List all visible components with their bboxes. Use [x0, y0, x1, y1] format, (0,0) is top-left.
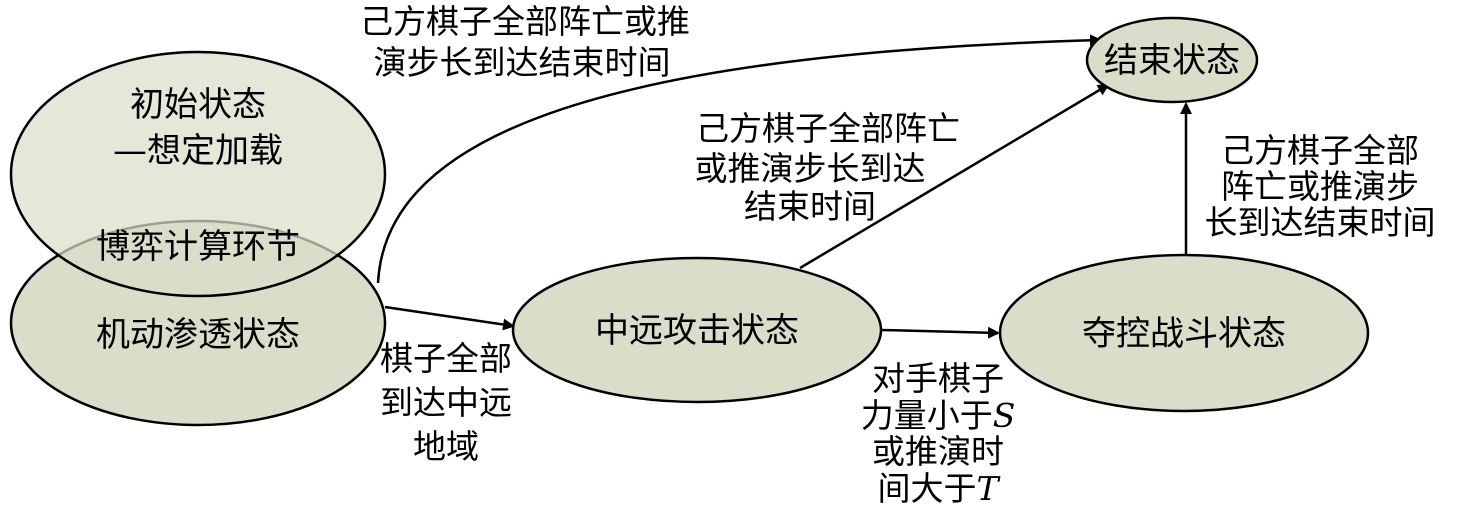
- node-initial-label-1: 初始状态: [130, 85, 266, 125]
- node-end-ellipse: [1085, 16, 1259, 104]
- node-game-calc-label: 博弈计算环节: [96, 227, 300, 267]
- edge-label-maneuver-midfar-1: 棋子全部: [380, 339, 512, 378]
- edge-label-midfar-capture-4-var: T: [976, 469, 1001, 508]
- edge-label-midfar-capture-4-prefix: 间大于: [877, 469, 976, 508]
- edge-label-maneuver-midfar-3: 地域: [413, 427, 479, 466]
- node-maneuver-label: 机动渗透状态: [96, 315, 300, 355]
- node-midfar-label: 中远攻击状态: [595, 311, 799, 351]
- edge-label-capture-end-3: 长到达结束时间: [1205, 203, 1436, 242]
- node-initial-label-2: —想定加载: [113, 131, 283, 171]
- edge-label-midfar-end-2: 或推演步长到达: [695, 149, 926, 188]
- node-capture-ellipse: [998, 253, 1370, 413]
- edge-midfar-to-capture: [881, 326, 1000, 339]
- edge-maneuver-to-end: [376, 34, 1102, 284]
- edge-label-maneuver-end-1: 己方棋子全部阵亡或推: [360, 2, 690, 41]
- edge-label-midfar-capture-4: 间大于T: [877, 469, 1001, 508]
- edge-label-midfar-capture-2-var: S: [993, 396, 1016, 435]
- edge-label-midfar-capture-1: 对手棋子: [872, 359, 1004, 398]
- node-midfar-ellipse: [511, 256, 883, 404]
- edge-label-midfar-capture-2-prefix: 力量小于: [861, 396, 993, 435]
- edge-label-maneuver-midfar-2: 到达中远: [380, 383, 512, 422]
- node-capture-label: 夺控战斗状态: [1082, 314, 1286, 354]
- edge-maneuver-to-midfar: [384, 305, 515, 331]
- node-end-label: 结束状态: [1104, 41, 1240, 81]
- edge-label-capture-end-2: 阵亡或推演步: [1221, 167, 1419, 206]
- edge-midfar-to-end: [799, 83, 1110, 270]
- edge-label-midfar-capture-2: 力量小于S: [861, 396, 1016, 435]
- edge-label-capture-end-1: 己方棋子全部: [1221, 131, 1419, 170]
- edge-label-midfar-end-3: 结束时间: [744, 187, 876, 226]
- edge-label-midfar-capture-3: 或推演时: [872, 432, 1004, 471]
- node-initial-ellipse: [9, 50, 387, 298]
- edge-label-maneuver-end-2: 演步长到达结束时间: [374, 43, 671, 82]
- edge-label-midfar-end-1: 己方棋子全部阵亡: [696, 109, 960, 148]
